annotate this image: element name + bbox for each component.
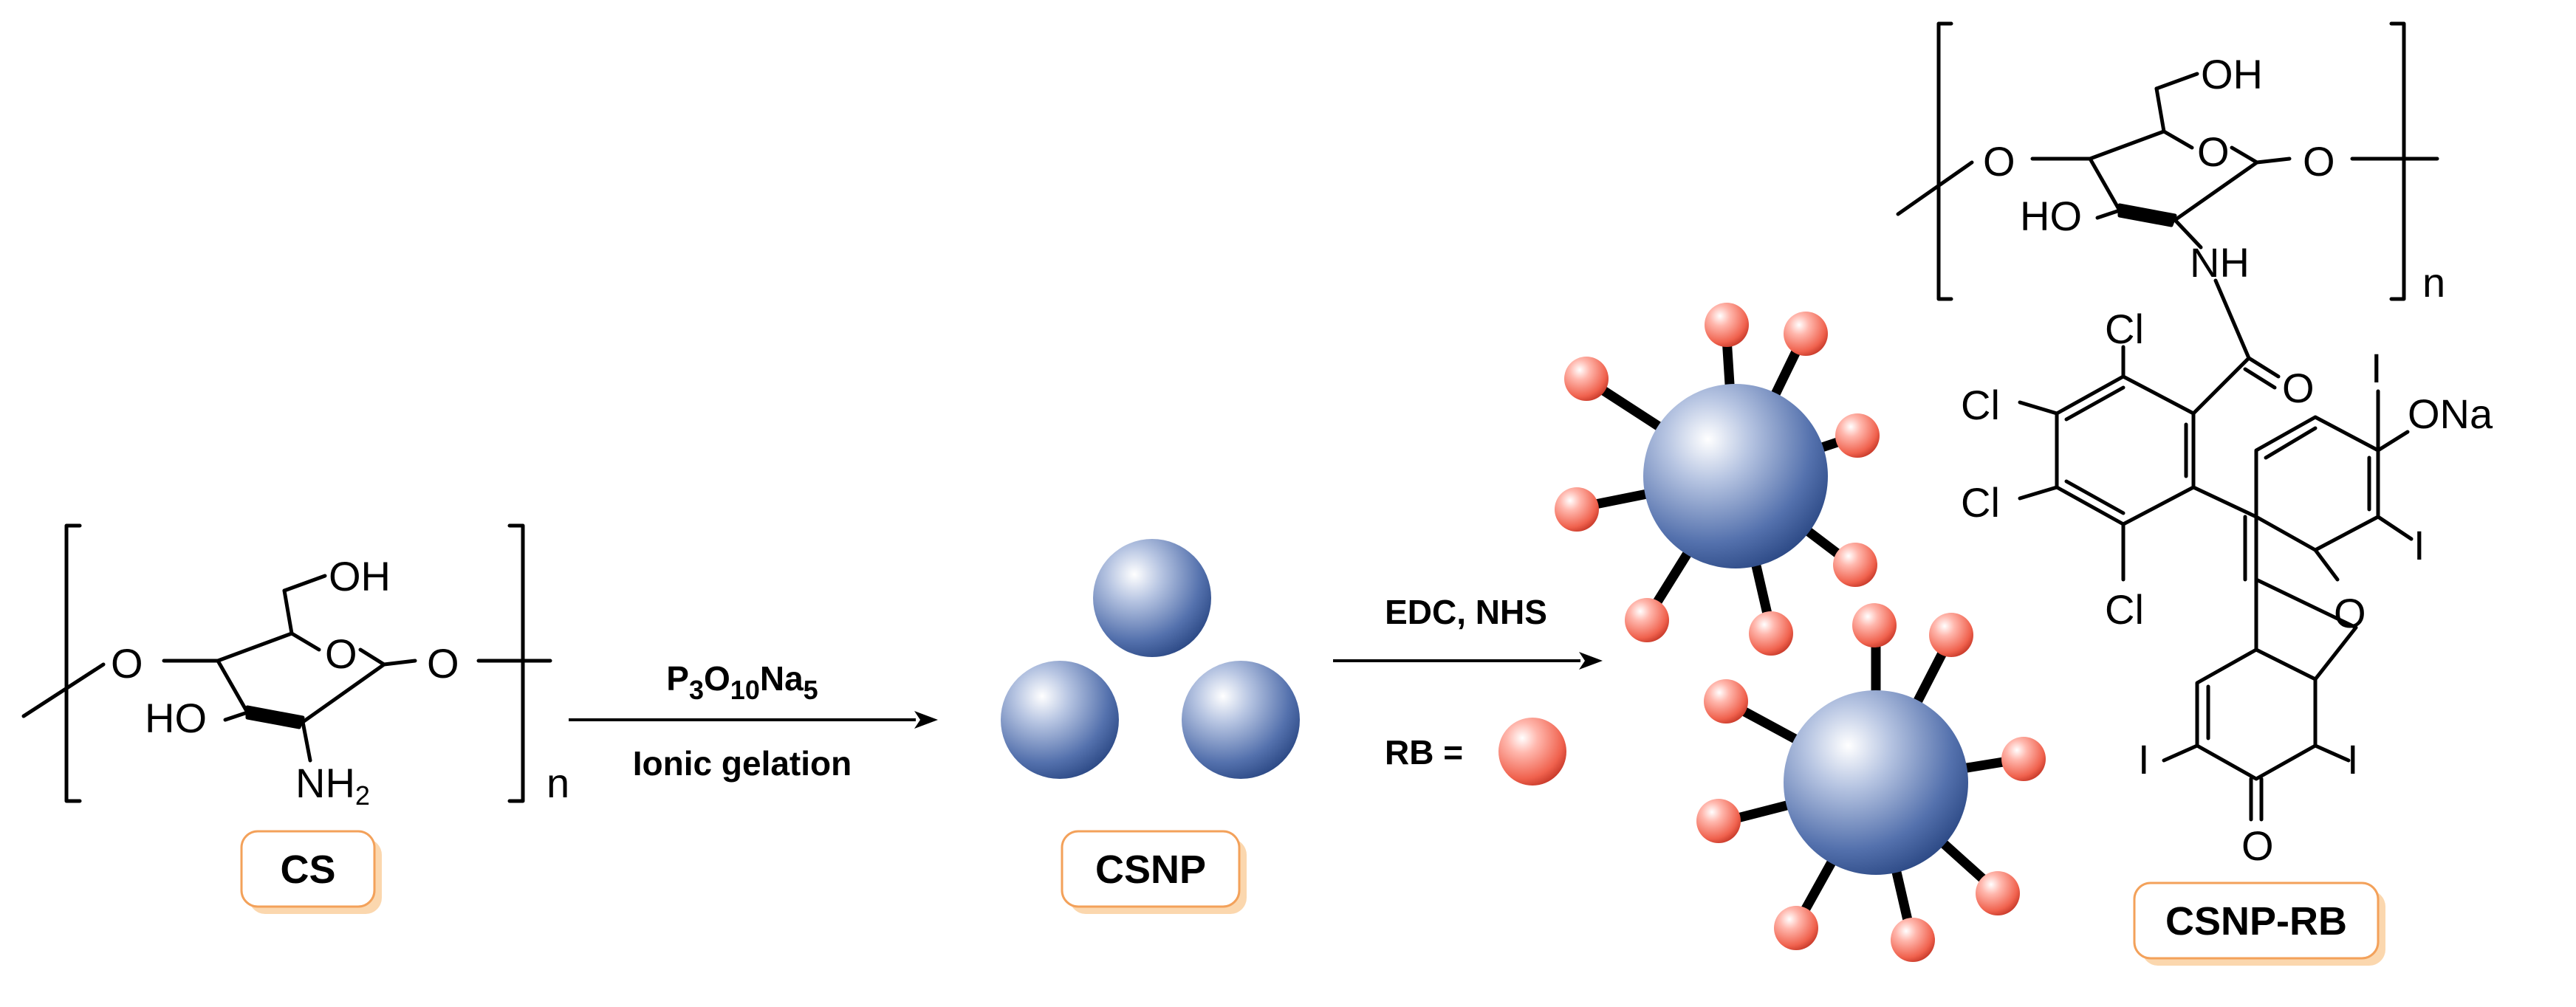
rb-ona: ONa xyxy=(2408,391,2493,437)
rb-conjugate-labels: OH O O O HO NH n O Cl Cl Cl Cl I ONa I O… xyxy=(1961,51,2493,869)
csnp-particle-top xyxy=(1093,539,1211,657)
cs-nh2: NH2 xyxy=(295,760,370,811)
rb-ketone-o: O xyxy=(2241,822,2274,869)
rb-conjugate-structure xyxy=(1896,21,2439,822)
rb-cl-bottom: Cl xyxy=(2105,586,2144,633)
rb-nh: NH xyxy=(2190,239,2250,286)
rb-cl-lower-left: Cl xyxy=(1961,479,2000,526)
rb-o-right: O xyxy=(2303,138,2335,185)
rb-legend-sphere xyxy=(1498,718,1566,786)
cs-left-bracket xyxy=(64,523,82,803)
rb-i-bottom-left: I xyxy=(2138,736,2150,783)
rb-i-top: I xyxy=(2371,345,2383,391)
rb-left-bracket xyxy=(1936,21,1953,301)
csnp-label: CSNP xyxy=(1095,848,1206,892)
step1-reagent: P3O10Na5 xyxy=(666,659,818,705)
csnp-particle-right xyxy=(1182,661,1300,779)
csnp-rb-label-box: CSNP-RB xyxy=(2133,881,2385,966)
csnp-particle-left xyxy=(1001,661,1119,779)
rb-o-left: O xyxy=(1983,138,2015,185)
csnp-rb-particle-top xyxy=(1555,303,1880,656)
step1-condition: Ionic gelation xyxy=(633,744,852,783)
rb-xanthene-o: O xyxy=(2334,590,2366,636)
cs-repeat-n: n xyxy=(547,760,569,806)
step2-reagent: EDC, NHS xyxy=(1385,593,1547,631)
csnp-rb-particle-bottom xyxy=(1696,603,2046,962)
rb-i-right: I xyxy=(2414,522,2425,568)
rb-ho: HO xyxy=(2020,193,2082,239)
chitosan-structure xyxy=(21,523,552,803)
rb-o-ring: O xyxy=(2197,128,2230,175)
rb-amide-o: O xyxy=(2282,365,2315,411)
csnp-particles xyxy=(1001,539,1300,779)
rb-i-bottom-right: I xyxy=(2347,736,2359,783)
csnp-rb-label: CSNP-RB xyxy=(2165,899,2347,944)
cs-label: CS xyxy=(280,848,335,892)
cs-oh: OH xyxy=(329,553,391,599)
rb-right-bracket xyxy=(2389,21,2406,301)
chitosan-labels: OH O O O HO NH2 n xyxy=(111,553,569,811)
cs-right-bracket xyxy=(507,523,525,803)
cs-wedge-bond xyxy=(245,705,305,729)
cs-ho: HO xyxy=(145,695,207,741)
rb-oh: OH xyxy=(2201,51,2263,97)
rb-repeat-n: n xyxy=(2422,259,2445,306)
rb-legend-text: RB = xyxy=(1385,733,1463,771)
step1-arrow xyxy=(569,711,938,729)
rb-cl-top: Cl xyxy=(2105,306,2144,352)
rb-cl-upper-left: Cl xyxy=(1961,382,2000,428)
cs-o-ring: O xyxy=(325,630,357,677)
cs-o-left: O xyxy=(111,640,143,687)
step2-arrow xyxy=(1333,652,1603,670)
csnp-label-box: CSNP xyxy=(1061,830,1247,914)
cs-o-right: O xyxy=(427,640,459,687)
cs-label-box: CS xyxy=(240,830,382,914)
